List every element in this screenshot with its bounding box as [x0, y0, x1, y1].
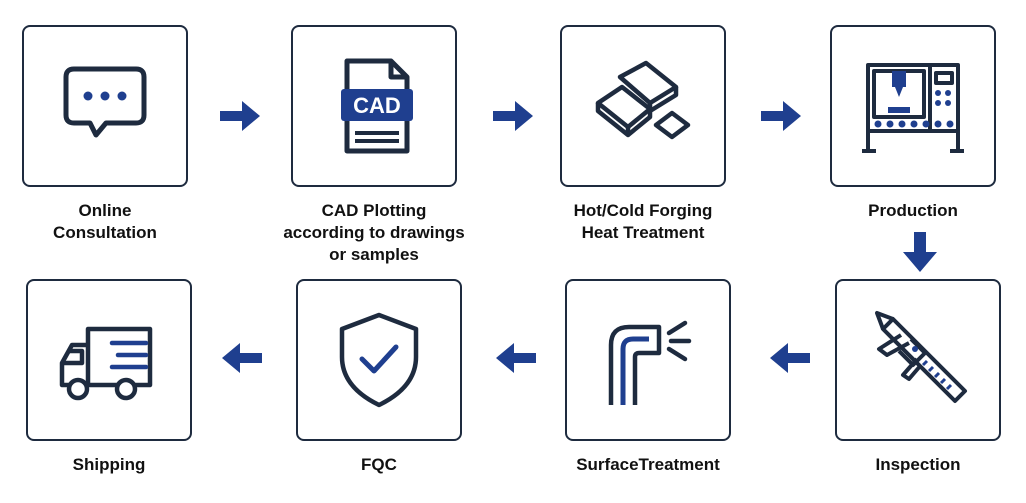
step-box-online-consultation: [22, 25, 188, 187]
cnc-machine-icon: [862, 63, 964, 153]
cad-file-icon: CAD: [341, 58, 413, 154]
step-label-fqc: FQC: [361, 455, 397, 474]
flow-arrow-down: [897, 226, 943, 278]
spray-nozzle-icon: [608, 320, 692, 405]
step-label-production: Production: [868, 201, 958, 220]
shield-check-icon: [339, 312, 419, 408]
step-box-forging: [560, 25, 726, 187]
chat-bubble-icon: [63, 66, 147, 138]
step-label-forging: Hot/Cold Forging Heat Treatment: [573, 201, 713, 242]
step-box-fqc: [296, 279, 462, 441]
step-label-inspection: Inspection: [875, 455, 961, 474]
step-label-surface-treatment: SurfaceTreatment: [576, 455, 720, 474]
flow-arrow-right-1: [214, 94, 266, 138]
step-box-surface-treatment: [565, 279, 731, 441]
cad-icon-text: CAD: [353, 93, 401, 118]
flow-arrow-right-3: [755, 94, 807, 138]
step-label-online-consultation: Online Consultation: [53, 201, 157, 242]
step-label-shipping: Shipping: [72, 455, 146, 474]
step-box-inspection: [835, 279, 1001, 441]
caliper-icon: [875, 311, 967, 403]
flow-arrow-left-1: [764, 336, 816, 380]
flow-arrow-left-2: [490, 336, 542, 380]
metal-ingots-icon: [595, 60, 691, 140]
step-box-production: [830, 25, 996, 187]
flow-arrow-right-2: [487, 94, 539, 138]
flow-arrow-left-3: [216, 336, 268, 380]
step-box-shipping: [26, 279, 192, 441]
step-label-cad-plotting: CAD Plotting according to drawings or sa…: [283, 201, 465, 264]
delivery-truck-icon: [59, 326, 153, 401]
step-box-cad-plotting: CAD: [291, 25, 457, 187]
